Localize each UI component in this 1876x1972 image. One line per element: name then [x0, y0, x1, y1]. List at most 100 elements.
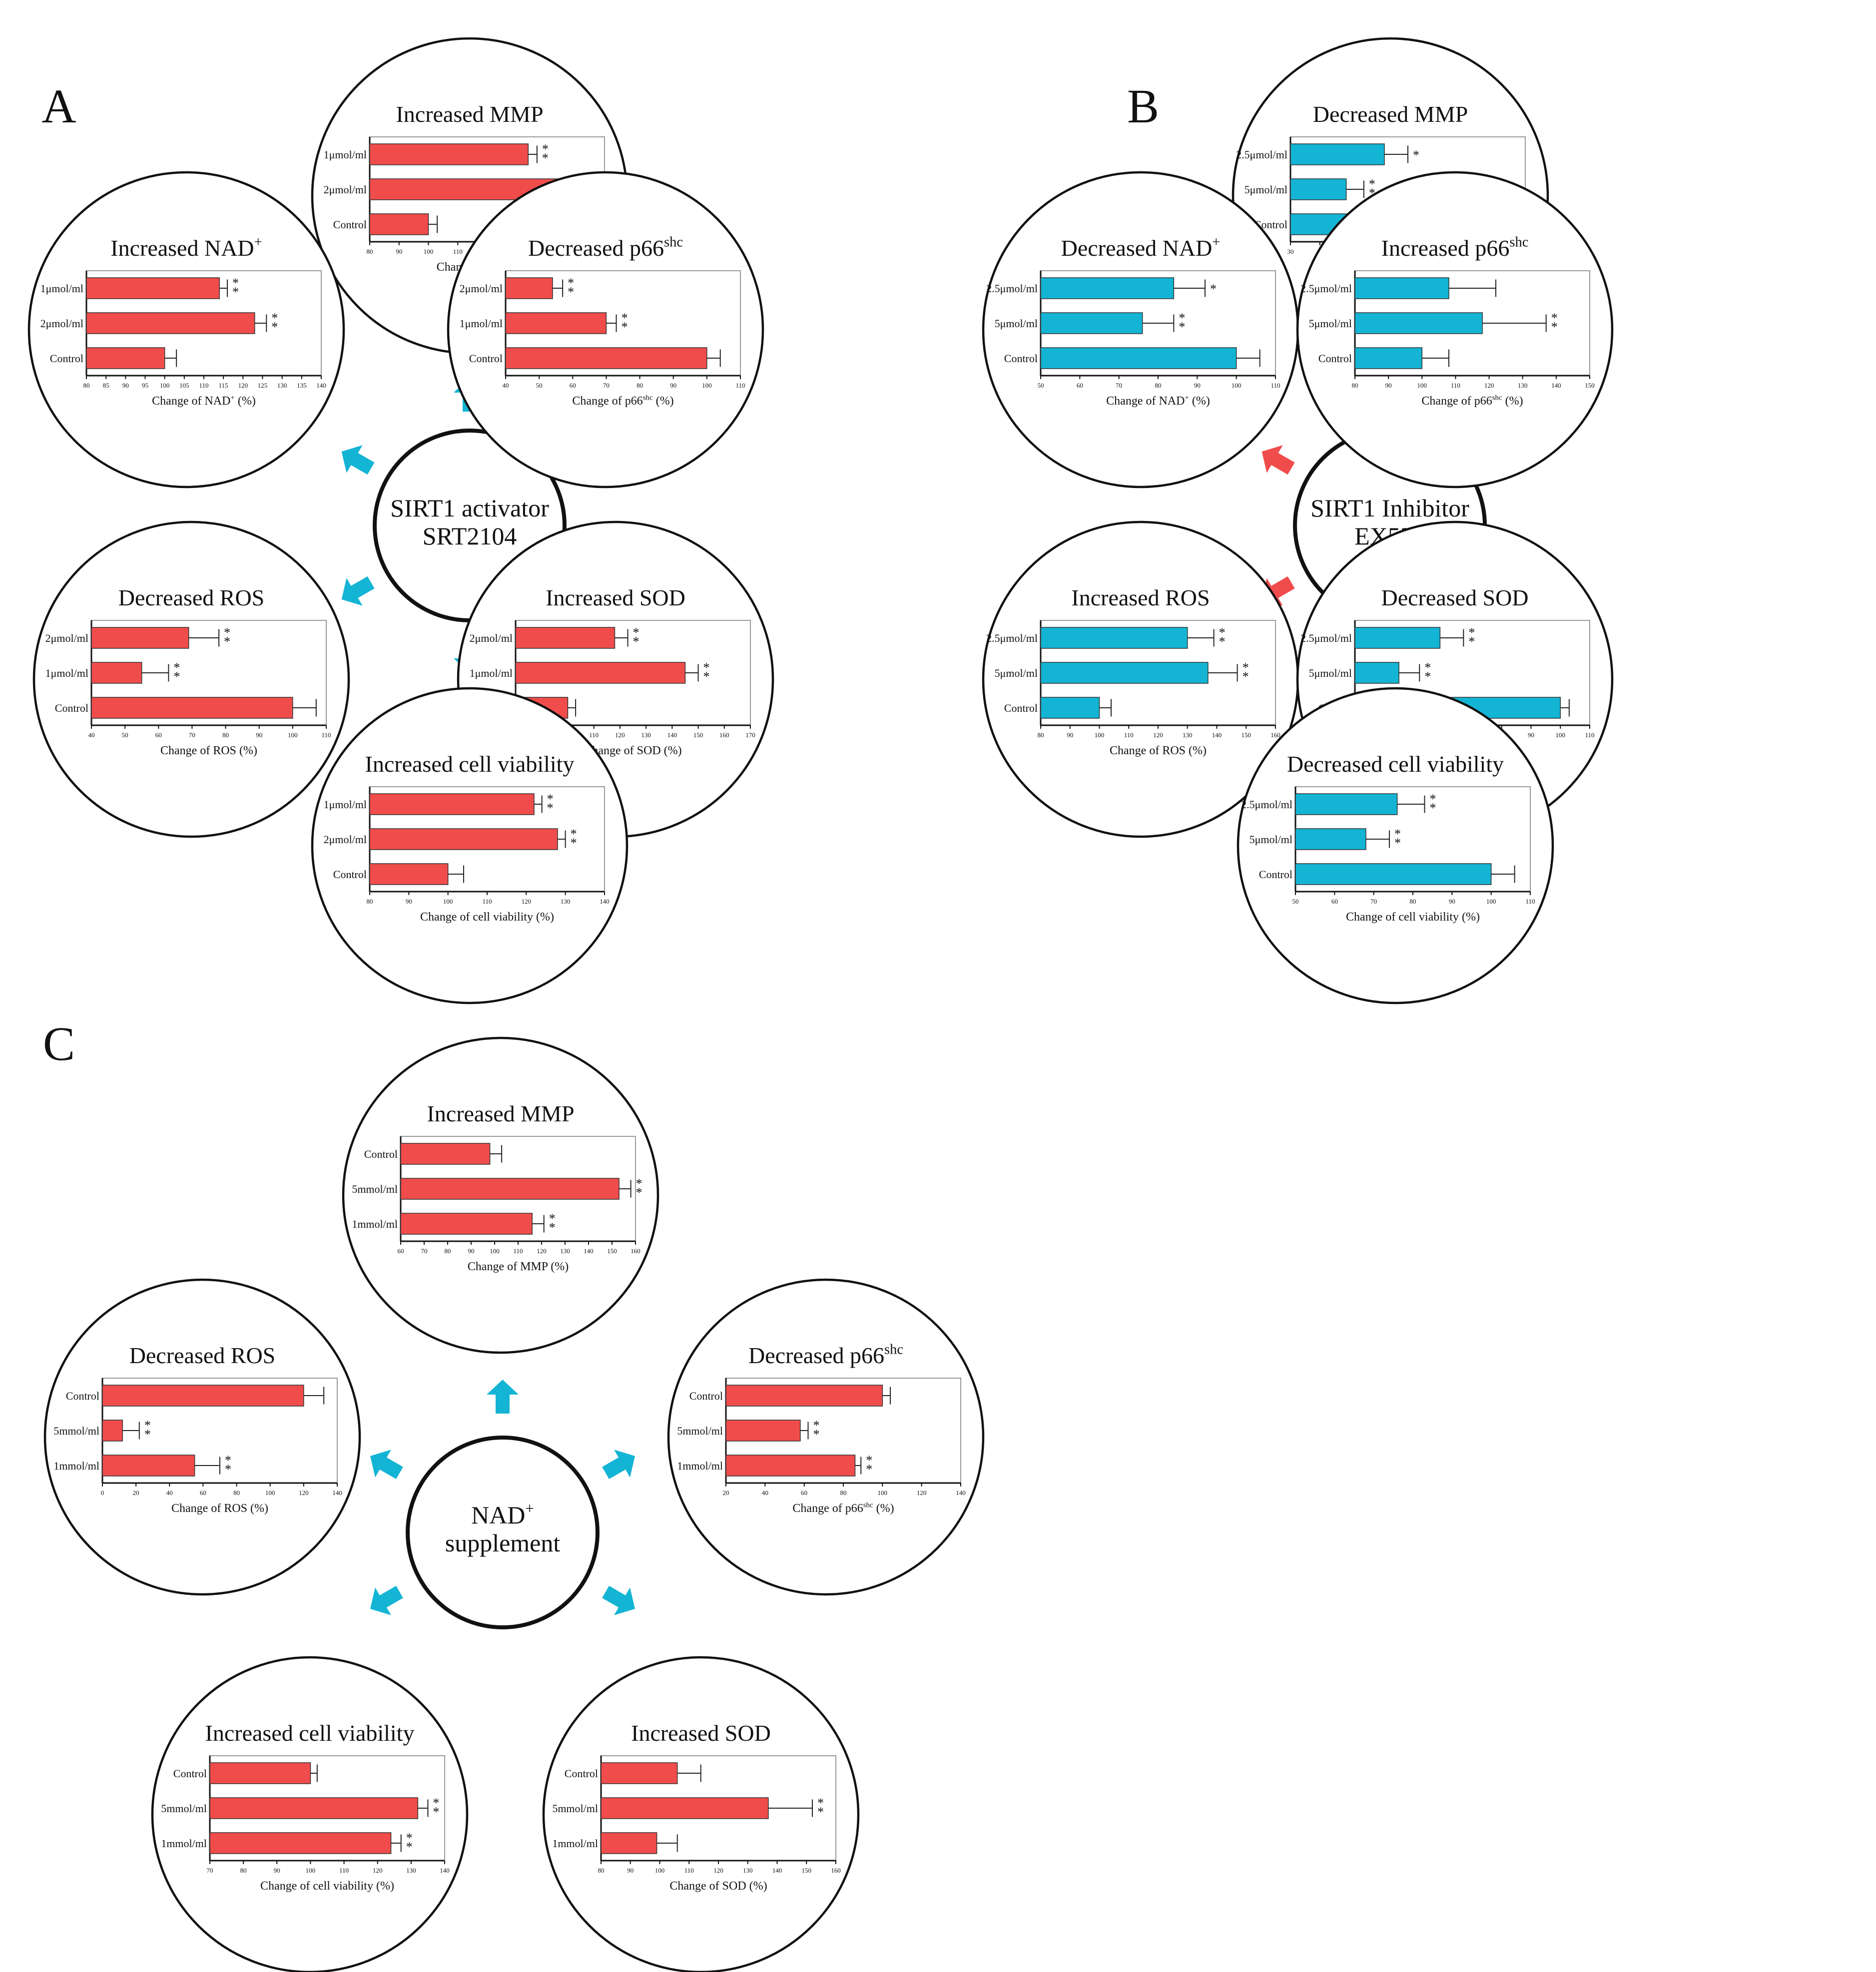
chart-title-sup: + [1212, 235, 1220, 250]
category-label: 5μmol/ml [995, 667, 1038, 679]
x-tick-label: 130 [743, 1867, 753, 1874]
chart-title: Increased NAD+ [110, 235, 262, 261]
center-line-1-sup: + [525, 1499, 534, 1517]
sig-star: * [633, 625, 639, 640]
x-axis-label: Change of cell viability (%) [1346, 911, 1480, 924]
x-tick-label: 110 [1525, 898, 1535, 905]
category-label: Control [333, 868, 367, 881]
category-label: 1μmol/ml [324, 148, 367, 161]
category-label: 1mmol/ml [352, 1218, 398, 1230]
x-tick-label: 40 [503, 382, 509, 389]
significance-mark: ** [633, 625, 639, 649]
x-tick-label: 110 [1585, 731, 1594, 739]
bar [1040, 347, 1237, 369]
x-axis-label: Change of cell viability (%) [420, 911, 554, 924]
sig-star: * [1551, 320, 1558, 334]
bar [102, 1455, 195, 1477]
bar [209, 1797, 419, 1819]
x-tick-label: 50 [1038, 382, 1044, 389]
significance-mark: ** [144, 1418, 151, 1442]
x-axis-label: Change of SOD (%) [669, 1880, 767, 1893]
sig-star: * [813, 1418, 820, 1433]
category-label: 2.5μmol/ml [1300, 282, 1352, 295]
bar [369, 828, 558, 850]
sig-star: * [173, 660, 180, 675]
x-tick-label: 130 [561, 898, 571, 905]
bar [601, 1762, 678, 1784]
x-tick-label: 140 [332, 1489, 342, 1496]
x-tick-label: 130 [277, 382, 287, 389]
x-axis-label-main: Change of cell viability (%) [260, 1880, 394, 1893]
arrow-2-shape [370, 1450, 403, 1479]
arrow-5-shape [602, 1585, 635, 1615]
x-tick-label: 150 [1242, 731, 1251, 739]
x-tick-label: 50 [1292, 898, 1299, 905]
significance-mark: ** [173, 660, 180, 684]
x-tick-label: 100 [702, 382, 712, 389]
x-axis-label-main: Change of ROS (%) [1110, 744, 1207, 757]
chart-title-main: Increased p66 [1381, 235, 1510, 261]
x-tick-label: 90 [256, 731, 262, 739]
x-tick-label: 50 [536, 382, 543, 389]
x-tick-label: 150 [693, 731, 703, 739]
category-label: Control [50, 352, 83, 365]
sig-star: * [547, 792, 554, 806]
bar [505, 277, 553, 299]
arrow-5 [602, 1585, 635, 1615]
chart-title-main: Increased SOD [546, 585, 685, 610]
chart-b-12: Decreased cell viability2.5μmol/ml**5μmo… [1237, 687, 1554, 1004]
sig-star: * [571, 836, 577, 850]
bar [91, 697, 293, 719]
sig-star: * [1219, 625, 1226, 640]
chart-title: Increased MMP [427, 1101, 574, 1126]
sig-star: * [549, 1211, 556, 1226]
category-label: Control [1318, 352, 1352, 365]
x-tick-label: 110 [339, 1867, 349, 1874]
significance-mark: ** [817, 1796, 824, 1819]
sig-star: * [622, 311, 628, 325]
sig-star: * [232, 285, 239, 299]
x-tick-label: 150 [607, 1247, 617, 1255]
bar [515, 662, 686, 684]
x-tick-label: 80 [598, 1867, 605, 1874]
x-tick-label: 110 [453, 248, 463, 255]
x-tick-label: 160 [831, 1867, 841, 1874]
sig-star: * [813, 1427, 820, 1442]
significance-mark: ** [568, 276, 574, 299]
sig-star: * [1219, 634, 1226, 649]
x-axis-label: Change of ROS (%) [171, 1502, 268, 1515]
x-tick-label: 120 [238, 382, 248, 389]
chart-title-sup: shc [884, 1342, 903, 1358]
bar [91, 627, 189, 649]
x-tick-label: 170 [745, 731, 755, 739]
x-tick-label: 140 [584, 1247, 594, 1255]
category-label: 2.5μmol/ml [1300, 632, 1352, 644]
x-tick-label: 120 [1153, 731, 1163, 739]
significance-mark: ** [547, 792, 554, 815]
x-tick-label: 110 [1124, 731, 1134, 739]
category-label: 1μmol/ml [470, 667, 513, 679]
category-label: 2.5μmol/ml [1236, 148, 1287, 161]
category-label: Control [66, 1390, 99, 1402]
arrow-2-shape [341, 445, 375, 475]
chart-title-sup: + [254, 235, 262, 250]
x-tick-label: 125 [258, 382, 268, 389]
sig-star: * [224, 634, 230, 649]
x-tick-label: 80 [367, 898, 373, 905]
arrow-2 [1261, 445, 1295, 475]
x-tick-label: 150 [802, 1867, 812, 1874]
chart-a-4: Decreased ROS2μmol/ml**1μmol/ml**Control… [32, 520, 350, 838]
chart-title: Decreased SOD [1381, 585, 1528, 610]
x-tick-label: 90 [274, 1867, 280, 1874]
chart-circle [667, 1278, 985, 1596]
sig-star: * [1369, 177, 1375, 191]
x-tick-label: 140 [772, 1867, 782, 1874]
x-tick-label: 100 [878, 1489, 888, 1496]
significance-mark: ** [813, 1418, 820, 1442]
significance-mark: ** [1424, 660, 1431, 684]
bar [1295, 863, 1492, 885]
category-label: Control [1259, 868, 1292, 881]
chart-title-main: Increased MMP [396, 101, 543, 127]
x-tick-label: 160 [1270, 731, 1280, 739]
x-tick-label: 90 [468, 1247, 475, 1255]
